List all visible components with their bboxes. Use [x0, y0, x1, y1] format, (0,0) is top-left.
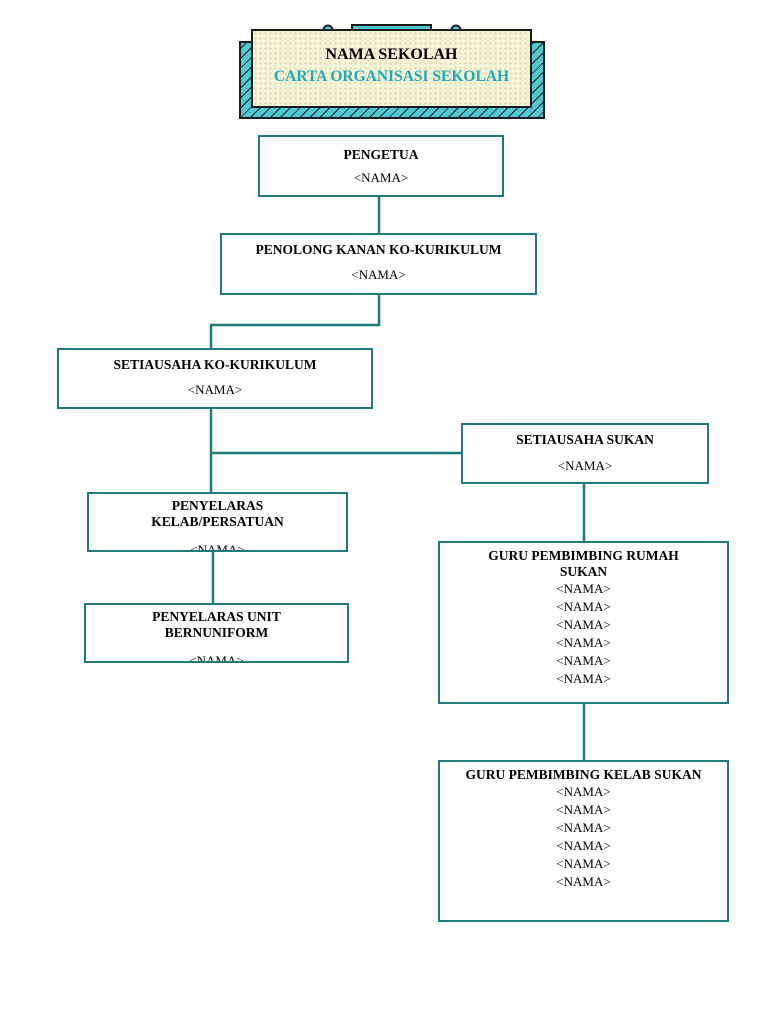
node-title-line2: BERNUNIFORM [164, 625, 269, 640]
title-banner: NAMA SEKOLAH CARTA ORGANISASI SEKOLAH [251, 29, 532, 108]
node-name: <NAMA> [556, 599, 611, 614]
node-guru-kelab-sukan: GURU PEMBIMBING KELAB SUKAN <NAMA> <NAMA… [438, 760, 729, 922]
node-name: <NAMA> [556, 635, 611, 650]
node-setiausaha-kokurikulum: SETIAUSAHA KO-KURIKULUM <NAMA> [57, 348, 373, 409]
chart-title: CARTA ORGANISASI SEKOLAH [273, 68, 510, 85]
node-name-clipped: <NAMA> [189, 653, 244, 663]
node-name: <NAMA> [187, 382, 243, 397]
node-title: GURU PEMBIMBING KELAB SUKAN [465, 767, 702, 782]
node-name: <NAMA> [556, 671, 611, 686]
node-title: SETIAUSAHA KO-KURIKULUM [113, 357, 317, 372]
node-name: <NAMA> [353, 170, 409, 185]
node-name: <NAMA> [556, 820, 611, 835]
node-title-line2: SUKAN [559, 564, 608, 579]
node-title-line1: PENYELARAS [171, 498, 264, 513]
connector-penolong-setiausaha [209, 295, 381, 348]
school-name: NAMA SEKOLAH [325, 46, 458, 63]
node-penolong-kanan: PENOLONG KANAN KO-KURIKULUM <NAMA> [220, 233, 537, 295]
node-name: <NAMA> [556, 802, 611, 817]
node-name: <NAMA> [556, 617, 611, 632]
node-guru-rumah-sukan: GURU PEMBIMBING RUMAH SUKAN <NAMA> <NAMA… [438, 541, 729, 704]
node-name: <NAMA> [556, 874, 611, 889]
node-name: <NAMA> [351, 267, 406, 282]
node-title: PENGETUA [343, 147, 419, 162]
node-title-line2: KELAB/PERSATUAN [151, 514, 284, 529]
node-name-clipped: <NAMA> [190, 542, 245, 552]
node-penyelaras-kelab: PENYELARAS KELAB/PERSATUAN <NAMA> [87, 492, 348, 552]
node-name: <NAMA> [556, 856, 611, 871]
node-penyelaras-unit: PENYELARAS UNIT BERNUNIFORM <NAMA> [84, 603, 349, 663]
node-name: <NAMA> [556, 784, 611, 799]
node-setiausaha-sukan: SETIAUSAHA SUKAN <NAMA> [461, 423, 709, 484]
node-name: <NAMA> [556, 838, 611, 853]
node-pengetua: PENGETUA <NAMA> [258, 135, 504, 197]
node-title: SETIAUSAHA SUKAN [516, 432, 654, 447]
node-name: <NAMA> [556, 581, 611, 596]
node-name: <NAMA> [557, 458, 613, 473]
node-title-line1: GURU PEMBIMBING RUMAH [488, 548, 679, 563]
node-name: <NAMA> [556, 653, 611, 668]
node-title: PENOLONG KANAN KO-KURIKULUM [255, 242, 502, 257]
node-title-line1: PENYELARAS UNIT [152, 609, 281, 624]
